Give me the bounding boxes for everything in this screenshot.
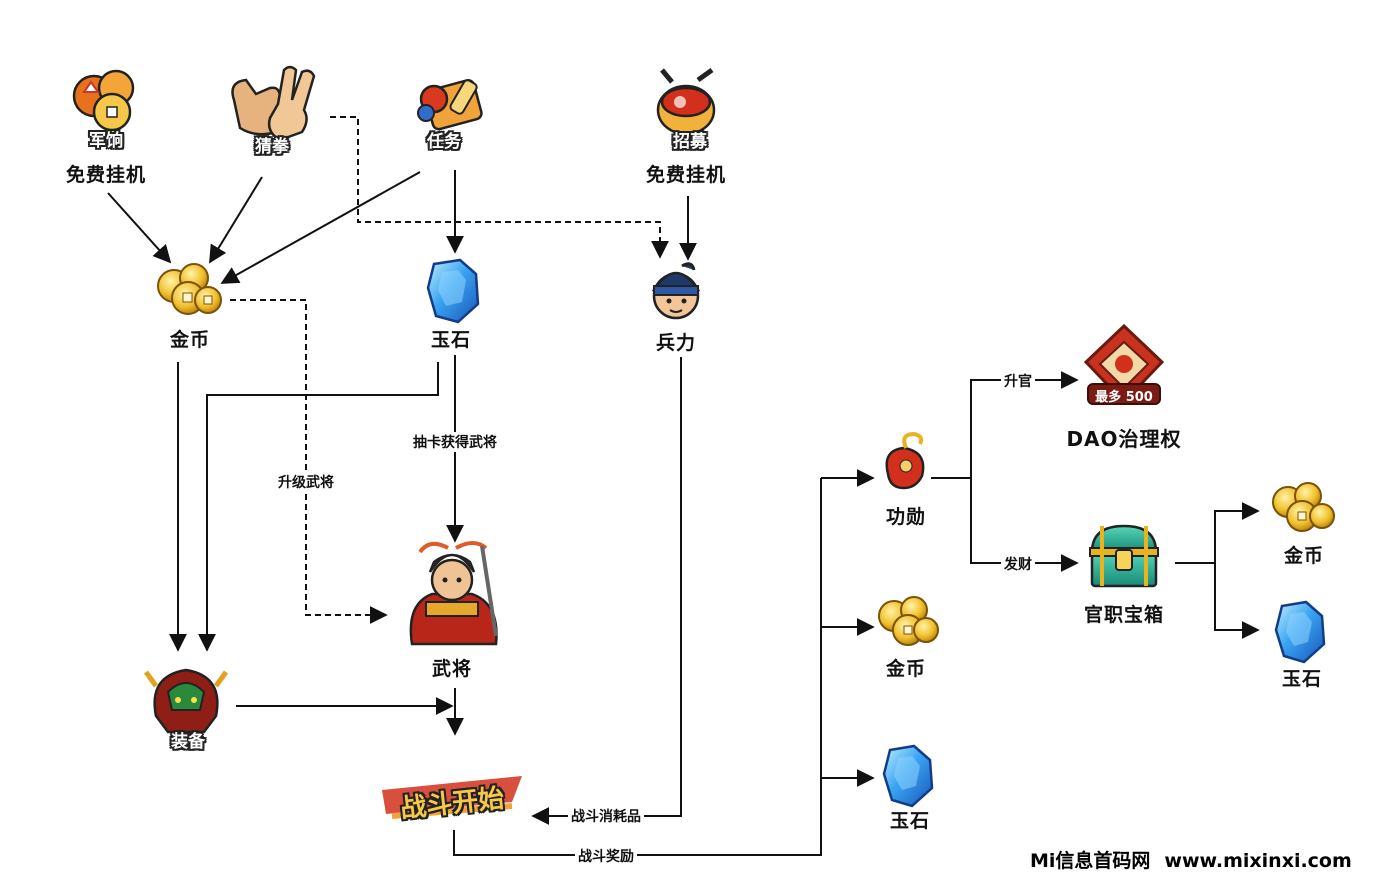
yushi2-label: 玉石 [889,810,931,832]
junxiang-label: 免费挂机 [65,164,147,186]
soldier-head-icon [651,262,701,320]
edge-caiquan-bingli-dashed [330,116,669,259]
jinbi3-label: 金币 [1283,545,1325,567]
edge-bingli-battle [531,357,682,825]
edge-jinbi-wujiang-dashed [230,299,388,624]
battle-start-icon [382,776,522,819]
jinbi-label: 金币 [169,329,211,351]
coin-stack-icon [72,69,135,132]
edge-caiquan-jinbi [209,176,263,264]
chest-label: 官职宝箱 [1083,604,1165,626]
caiquan-icon-text: 猜拳 [255,137,289,157]
edge-label-reward: 战斗奖励 [575,846,637,866]
jade-gem-icon [882,744,934,808]
edge-renwu-jinbi [220,171,421,284]
jinbi2-label: 金币 [885,658,927,680]
gold-coins-icon [878,596,939,646]
gold-coins-icon [1272,482,1335,532]
jade-gem-icon [426,258,480,324]
edge-yushi-zhuangbei [198,362,439,652]
general-warrior-icon [409,541,498,646]
dao-badge: 最多 500 [1095,390,1153,405]
edges [107,116,1260,856]
armor-helmet-icon [143,668,229,734]
renwu-icon-text: 任务 [427,132,461,152]
zhaomu-icon-text: 招募 [673,132,707,152]
edge-label-promote: 升官 [1001,371,1035,391]
merit-pouch-icon [885,431,925,490]
zhuangbei-icon-text: 装备 [171,732,205,752]
edge-chest-yushi [1214,563,1260,639]
quest-scroll-icon [417,78,483,131]
edge-label-upgrade: 升级武将 [275,472,337,492]
edge-chest-jinbi [1214,502,1260,563]
dao-label: DAO治理权 [1066,427,1182,451]
dao-token-icon [1083,323,1165,405]
bingli-label: 兵力 [655,332,697,354]
gold-coins-icon [157,263,222,315]
jade-gem-icon [1274,600,1326,664]
edge-gongxun-chest [970,478,1079,572]
watermark-left: Mi信息首码网 [1030,850,1151,872]
edge-junxiang-jinbi [107,192,172,264]
edge-label-fortune: 发财 [1001,554,1035,574]
watermark: Mi信息首码网 www.mixinxi.com [1030,846,1366,873]
edge-battle-reward [453,478,822,856]
drum-icon [656,67,716,136]
wujiang-label: 武将 [431,658,473,680]
watermark-right: www.mixinxi.com [1164,850,1352,872]
junxiang-icon-text: 军饷 [89,131,123,151]
hand-gesture-icon [231,65,316,142]
treasure-chest-icon [1089,524,1159,588]
zhaomu-label: 免费挂机 [645,164,727,186]
edge-gongxun-dao [970,371,1079,478]
edge-label-draw-card: 抽卡获得武将 [410,432,500,452]
edge-label-consumable: 战斗消耗品 [568,806,644,826]
yushi-label: 玉石 [430,329,472,351]
yushi3-label: 玉石 [1281,668,1323,690]
gongxun-label: 功勋 [885,506,927,528]
